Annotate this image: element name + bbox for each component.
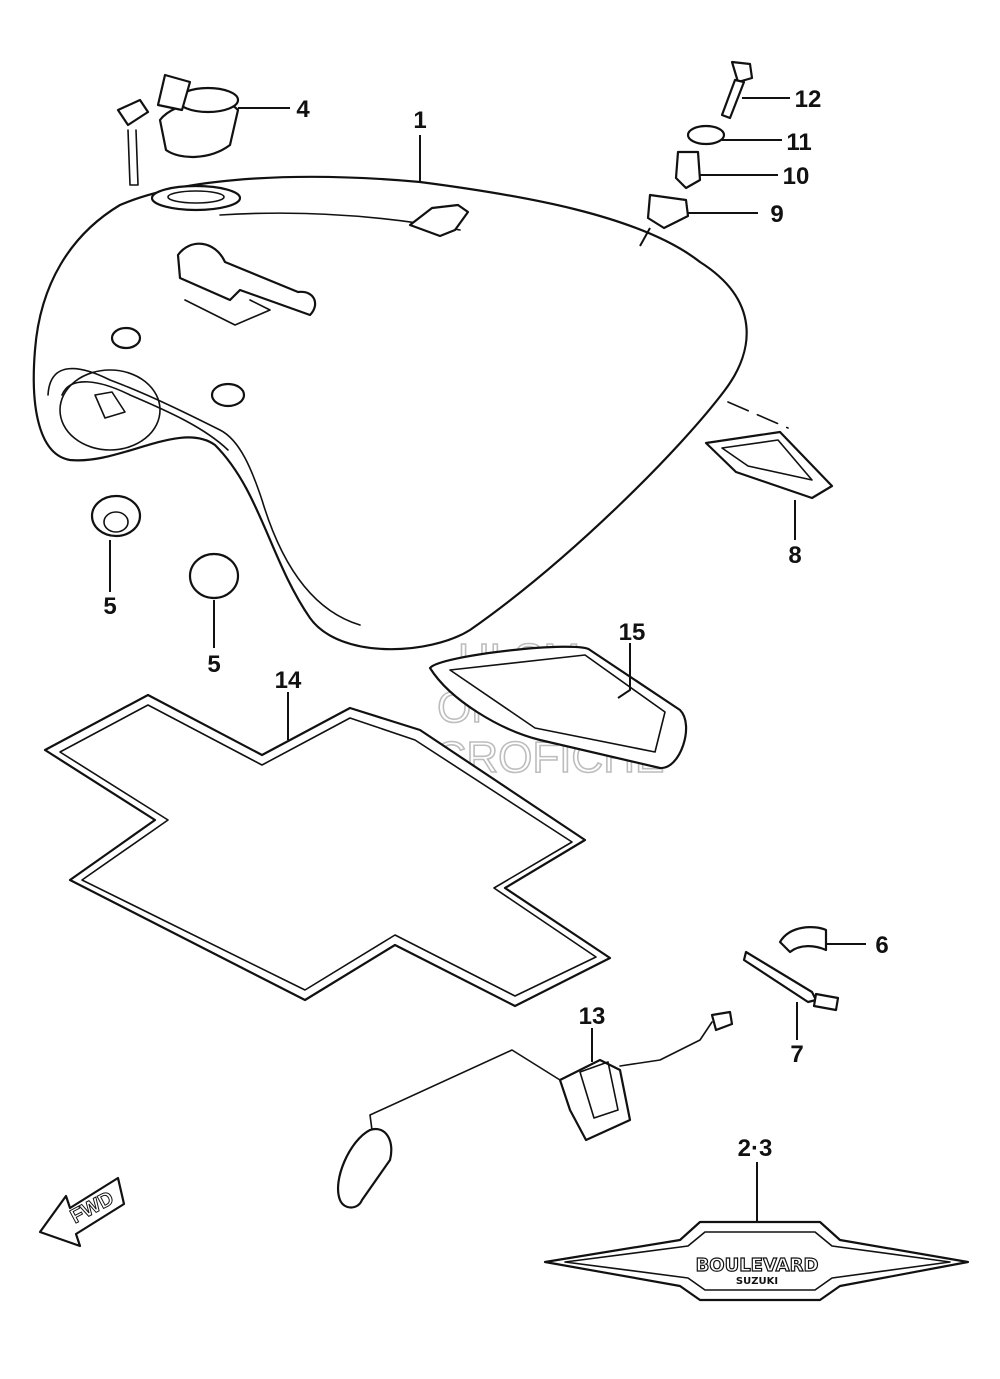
pad-part-14[interactable]	[43, 692, 612, 1008]
collar-part-10[interactable]	[674, 150, 778, 190]
bolt-part-12[interactable]	[720, 60, 790, 120]
washer-part-11[interactable]	[686, 124, 782, 146]
callout-2-3: 2·3	[738, 1135, 773, 1162]
emblem-brand-text: BOULEVARD	[696, 1255, 819, 1276]
fuel-level-sender-part-13[interactable]	[337, 1010, 734, 1209]
callout-10: 10	[783, 163, 810, 190]
cushion-part-8[interactable]	[704, 401, 834, 540]
fuel-tank-part[interactable]	[32, 135, 748, 651]
clamp-part-6[interactable]	[778, 926, 866, 954]
callout-9: 9	[770, 201, 783, 228]
forward-direction-arrow-icon: FWD	[38, 1176, 126, 1248]
pad-part-15[interactable]	[428, 643, 688, 770]
callout-8: 8	[788, 542, 801, 569]
callout-11: 11	[786, 129, 811, 156]
callout-4: 4	[296, 96, 310, 123]
cable-tie-part-7[interactable]	[742, 950, 840, 1040]
cushion-part-9[interactable]	[639, 193, 758, 247]
grommet-part-5b[interactable]	[188, 552, 240, 648]
callout-5b: 5	[207, 651, 220, 678]
callout-15: 15	[619, 619, 646, 646]
callout-labels: 1 2·3 4 5 5 6 7 8 9 10 11 12 13 14 15	[103, 86, 888, 1162]
callout-12: 12	[795, 86, 822, 113]
callout-13: 13	[579, 1003, 606, 1030]
grommet-part-5a[interactable]	[90, 494, 142, 592]
callout-7: 7	[790, 1041, 803, 1068]
callout-14: 14	[275, 667, 302, 694]
callout-5a: 5	[103, 593, 116, 620]
callout-6: 6	[875, 932, 888, 959]
callout-1: 1	[413, 107, 426, 134]
emblem-part-2-3[interactable]: BOULEVARD SUZUKI	[543, 1162, 970, 1302]
fuel-cap-assembly[interactable]	[116, 73, 290, 186]
emblem-maker-text: SUZUKI	[736, 1276, 778, 1287]
